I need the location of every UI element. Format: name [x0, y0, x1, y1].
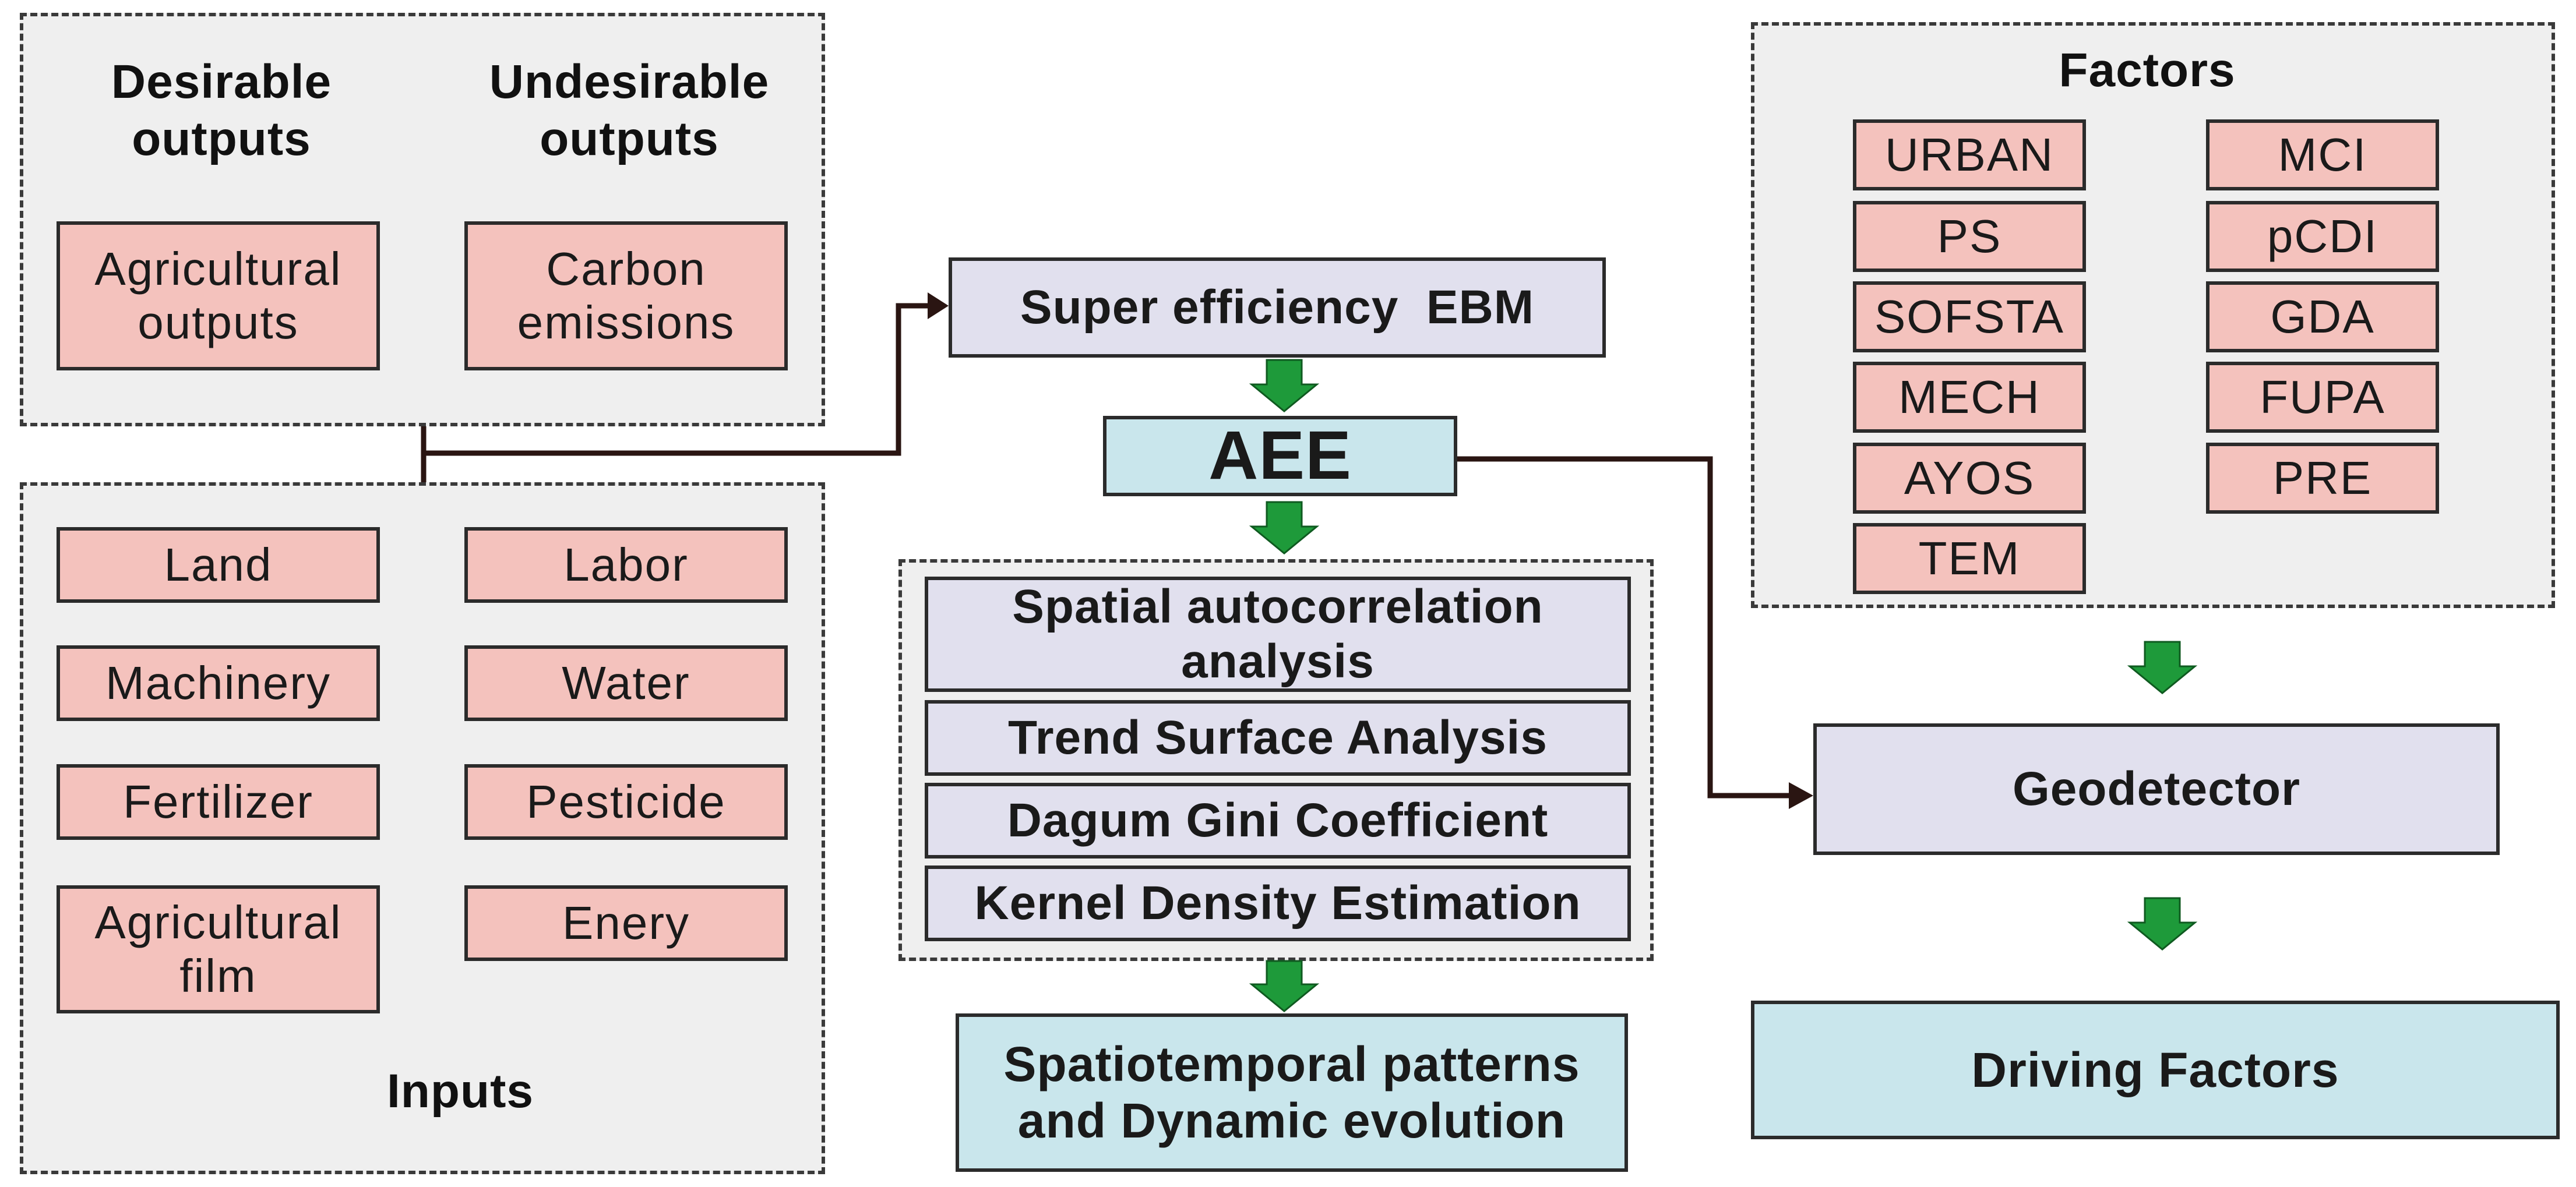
- input-land-box: Land: [57, 527, 380, 603]
- down-arrow-icon: [1249, 359, 1320, 412]
- aee-to-geodetector-connector: [1457, 456, 1792, 799]
- aee-box: AEE: [1103, 416, 1457, 496]
- down-arrow-icon: [1249, 960, 1320, 1012]
- factor-urban-box: URBAN: [1853, 119, 2086, 190]
- factor-ps-box: PS: [1853, 201, 2086, 272]
- input-enery-box: Enery: [464, 885, 788, 961]
- super-efficiency-ebm-box: Super efficiency EBM: [949, 257, 1606, 358]
- factors-heading: Factors: [2059, 44, 2236, 97]
- factor-mech-box: MECH: [1853, 362, 2086, 433]
- ebm-arrowhead: [928, 292, 949, 319]
- factor-mci-box: MCI: [2206, 119, 2439, 190]
- method-kernel-density-box: Kernel Density Estimation: [925, 865, 1631, 941]
- spatiotemporal-patterns-box: Spatiotemporal patterns and Dynamic evol…: [956, 1013, 1628, 1172]
- driving-factors-box: Driving Factors: [1751, 1001, 2560, 1139]
- factor-pre-box: PRE: [2206, 443, 2439, 514]
- input-water-box: Water: [464, 645, 788, 721]
- inputs-heading: Inputs: [387, 1065, 534, 1118]
- input-agricultural-film-box: Agricultural film: [57, 885, 380, 1013]
- factor-ayos-box: AYOS: [1853, 443, 2086, 514]
- down-arrow-icon: [1249, 501, 1320, 554]
- down-arrow-icon: [2127, 641, 2198, 694]
- geodetector-arrowhead: [1789, 782, 1813, 809]
- factor-sofsta-box: SOFSTA: [1853, 281, 2086, 352]
- down-arrow-icon: [2127, 897, 2198, 951]
- factor-tem-box: TEM: [1853, 523, 2086, 594]
- method-dagum-gini-box: Dagum Gini Coefficient: [925, 783, 1631, 859]
- geodetector-box: Geodetector: [1813, 723, 2500, 855]
- input-labor-box: Labor: [464, 527, 788, 603]
- groups-to-ebm-connector: [421, 303, 929, 482]
- input-fertilizer-box: Fertilizer: [57, 764, 380, 840]
- agricultural-outputs-box: Agricultural outputs: [57, 221, 380, 370]
- method-trend-surface-box: Trend Surface Analysis: [925, 700, 1631, 776]
- method-spatial-autocorrelation-box: Spatial autocorrelation analysis: [925, 577, 1631, 692]
- input-pesticide-box: Pesticide: [464, 764, 788, 840]
- desirable-outputs-heading: Desirable outputs: [111, 55, 332, 166]
- carbon-emissions-box: Carbon emissions: [464, 221, 788, 370]
- factor-fupa-box: FUPA: [2206, 362, 2439, 433]
- undesirable-outputs-heading: Undesirable outputs: [489, 55, 770, 166]
- factor-pcdi-box: pCDI: [2206, 201, 2439, 272]
- factor-gda-box: GDA: [2206, 281, 2439, 352]
- input-machinery-box: Machinery: [57, 645, 380, 721]
